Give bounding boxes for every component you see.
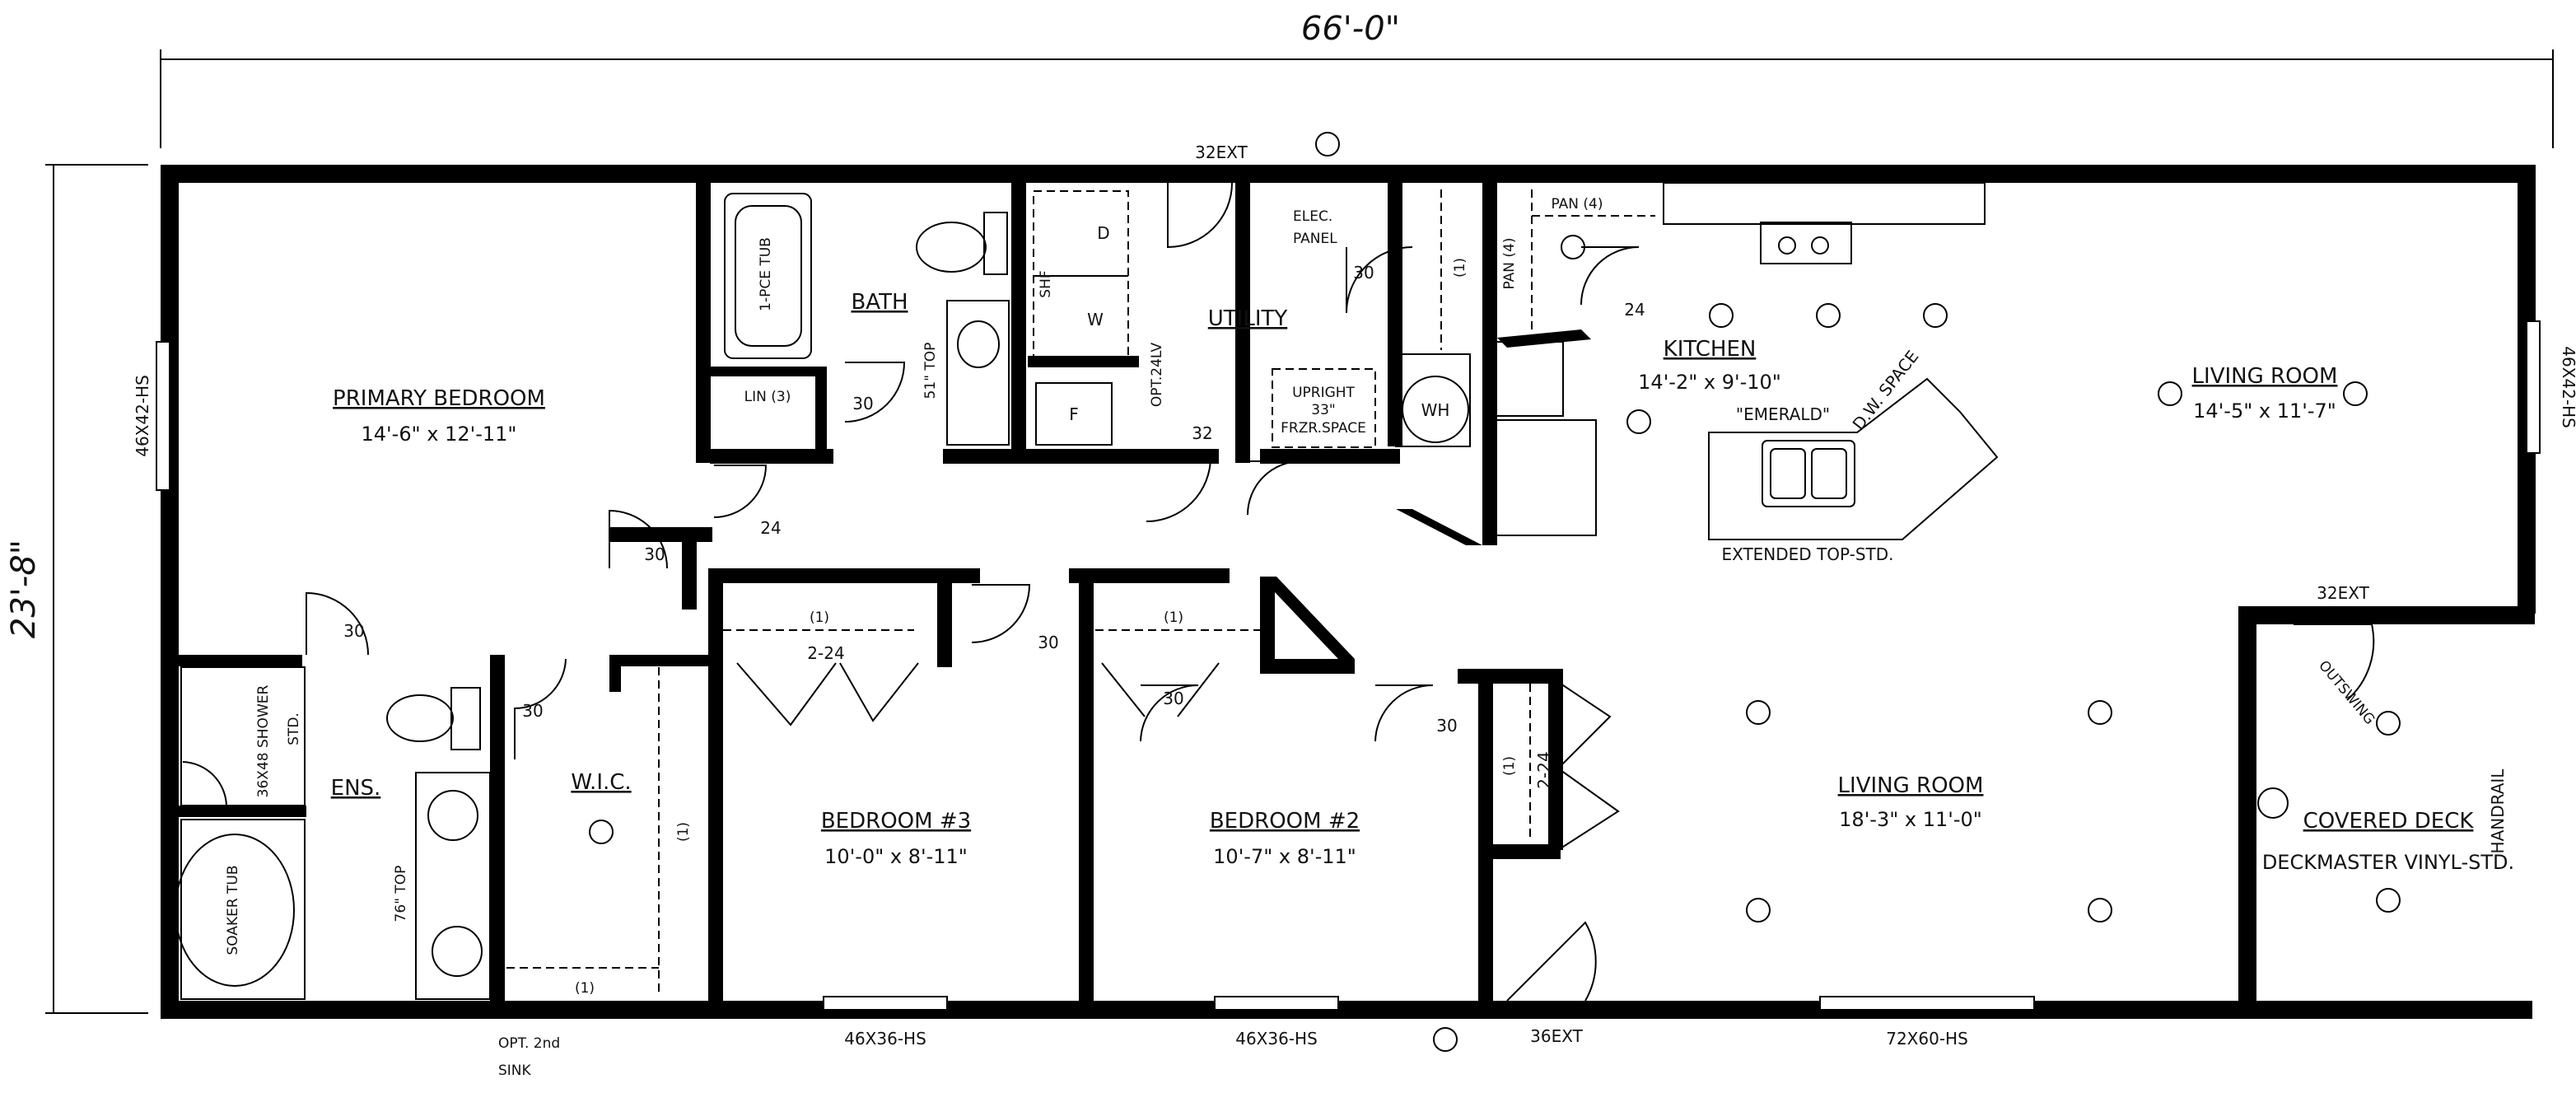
room-name-kitchen: KITCHEN [1664,337,1757,362]
shelves [506,189,1655,997]
sink-model-label: "EMERALD" [1736,404,1830,424]
shelf-count-label: (1) [1452,258,1468,278]
shelf-count-label: (1) [675,822,692,842]
room-name-living-room-1: LIVING ROOM [2192,364,2338,389]
closet-doors [736,662,1620,849]
shower-std-label: STD. [286,712,302,745]
room-name-utility: UTILITY [1208,306,1288,331]
exterior-walls [161,165,2536,1019]
room-size-living-room-2: 18'-3" x 11'-0" [1839,808,1982,831]
window-left-label: 46X42-HS [133,375,152,457]
shelf-count-label: (1) [810,610,829,626]
ext-door-deck-label: 32EXT [2317,583,2369,603]
linen-label: LIN (3) [744,389,791,405]
room-name-bath: BATH [851,290,908,315]
light-fixtures [589,132,2401,1052]
window-right-label: 46X42-HS [2559,346,2576,428]
opt-lv-label: OPT.24LV [1149,343,1165,408]
room-size-primary-bedroom: 14'-6" x 12'-11" [362,423,517,446]
room-name-covered-deck: COVERED DECK [2303,809,2475,834]
elec-panel-label-1: ELEC. [1293,208,1332,225]
windows [156,320,2541,1011]
window-bottom-3-label: 72X60-HS [1886,1029,1968,1049]
handrail-label: HANDRAIL [2488,768,2508,854]
extended-top-label: EXTENDED TOP-STD. [1721,544,1893,564]
opt-sink-label-2: SINK [498,1063,532,1079]
window-bottom-1-label: 46X36-HS [844,1029,926,1049]
dimension-lines [45,49,2554,1014]
door-size-label: 24 [1624,300,1645,320]
shelf-count-label: (1) [1501,756,1518,776]
fixtures [175,182,2289,1000]
door-size-label: 30 [1436,716,1457,736]
shower-label: 36X48 SHOWER [255,685,272,798]
ext-door-bottom-label: 36EXT [1530,1026,1583,1046]
covered-deck-note: DECKMASTER VINYL-STD. [2262,851,2514,874]
tub-label: 1-PCE TUB [758,237,774,311]
pantry-top-label: PAN (4) [1552,196,1603,213]
room-size-bedroom3: 10'-0" x 8'-11" [824,845,968,868]
freezer-space-label-1: UPRIGHT [1292,385,1355,401]
opt-sink-label-1: OPT. 2nd [498,1035,560,1052]
closet-living-label: 2-24 [1534,751,1554,788]
freezer-label: F [1069,404,1079,424]
soaker-tub-label: SOAKER TUB [225,865,241,955]
interior-walls [179,183,1563,1019]
top-51-label: 51" TOP [922,343,939,399]
room-name-ens: ENS. [331,776,381,801]
room-name-bedroom2: BEDROOM #2 [1210,809,1360,834]
dryer-label: D [1097,223,1109,243]
door-size-label: 30 [1038,633,1058,652]
door-size-label: 30 [852,394,873,413]
room-name-bedroom3: BEDROOM #3 [821,809,971,834]
shelf-count-label: (1) [1164,610,1183,626]
room-size-living-room-1: 14'-5" x 11'-7" [2193,399,2336,423]
door-size-label: 30 [343,621,364,641]
room-name-wic: W.I.C. [571,770,631,795]
window-bottom-2-label: 46X36-HS [1235,1029,1318,1049]
elec-panel-label-2: PANEL [1293,231,1337,247]
freezer-space-label-2: 33" [1311,402,1335,418]
pantry-side-label: PAN (4) [1501,238,1518,290]
top-76-label: 76" TOP [393,866,409,923]
shelf-label: SHF [1038,270,1054,297]
door-size-label: 32 [1192,423,1212,443]
door-size-label: 30 [1353,263,1374,283]
diagonal-walls [1260,329,1591,659]
door-size-label: 24 [760,518,781,538]
door-size-label: 30 [644,544,665,564]
door-size-label: 30 [522,701,543,721]
door-size-label: 30 [1163,689,1183,708]
washer-label: W [1087,310,1104,329]
overall-width: 66'-0" [1301,10,1400,48]
room-size-bedroom2: 10'-7" x 8'-11" [1213,845,1356,868]
room-name-primary-bedroom: PRIMARY BEDROOM [333,386,545,411]
room-name-living-room-2: LIVING ROOM [1838,773,1984,798]
room-size-kitchen: 14'-2" x 9'-10" [1638,371,1781,394]
doors [306,182,2375,1002]
shelf-count-label: (1) [575,980,595,997]
water-heater-label: WH [1421,400,1450,420]
freezer-space-label-3: FRZR.SPACE [1281,420,1366,437]
ext-door-top-label: 32EXT [1195,142,1248,162]
closet-bedroom3-label: 2-24 [807,643,844,663]
overall-height: 23'-8" [5,539,43,638]
